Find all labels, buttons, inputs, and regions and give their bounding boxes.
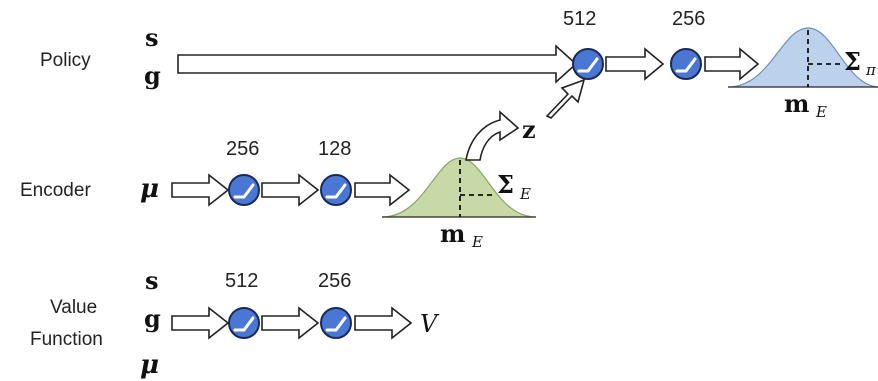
- value-arrow-1-icon: [261, 306, 320, 340]
- value-input-s: s: [145, 266, 159, 295]
- policy-label: Policy: [40, 50, 91, 71]
- encoder-layer1-size: 256: [226, 138, 259, 160]
- policy-layer1-size: 512: [563, 8, 596, 30]
- policy-input-g: g: [144, 61, 161, 90]
- policy-network: Policy s g 512 256 Σ π m E: [40, 8, 878, 121]
- encoder-arrow-1-icon: [261, 173, 320, 207]
- value-label-line1: Value: [50, 297, 97, 318]
- policy-arrow-1-icon: [605, 47, 665, 81]
- encoder-gaussian-curve-icon: [381, 157, 537, 218]
- policy-output-arrow-icon: [704, 47, 760, 81]
- encoder-network: Encoder μ 256 128 Σ E m E z: [20, 78, 586, 251]
- encoder-cov-subscript: E: [519, 185, 531, 203]
- value-output-v: V: [420, 310, 440, 338]
- value-output-arrow-icon: [354, 306, 413, 340]
- policy-layer2-size: 256: [672, 8, 705, 30]
- encoder-layer1-relu-neuron-icon: [228, 174, 260, 206]
- policy-cov-subscript: π: [865, 61, 877, 79]
- policy-input-s: s: [145, 23, 159, 52]
- encoder-layer2-relu-neuron-icon: [320, 174, 352, 206]
- policy-layer2-relu-neuron-icon: [670, 48, 702, 80]
- value-input-mu: μ: [140, 350, 159, 380]
- encoder-output-arrow-icon: [354, 173, 411, 207]
- encoder-layer2-size: 128: [318, 138, 351, 160]
- policy-mean-subscript: E: [815, 103, 827, 121]
- value-layer2-size: 256: [318, 270, 351, 292]
- policy-layer1-relu-neuron-icon: [572, 48, 604, 80]
- value-layer1-relu-neuron-icon: [228, 307, 260, 339]
- value-layer1-size: 512: [225, 270, 258, 292]
- encoder-label: Encoder: [20, 180, 91, 201]
- policy-mean-symbol: m: [784, 89, 809, 118]
- latent-z: z: [522, 115, 536, 144]
- policy-input-arrow-icon: [177, 44, 578, 84]
- value-input-g: g: [144, 304, 161, 333]
- encoder-sample-arrow-icon: [465, 110, 520, 161]
- encoder-input-arrow-icon: [171, 173, 230, 207]
- encoder-mean-subscript: E: [471, 233, 483, 251]
- policy-gaussian-curve-icon: [727, 27, 878, 88]
- value-layer2-relu-neuron-icon: [320, 307, 352, 339]
- encoder-cov-symbol: Σ: [497, 170, 514, 199]
- latent-to-policy-arrow-icon: [545, 78, 586, 119]
- encoder-input-mu: μ: [140, 174, 159, 204]
- value-function-network: Value Function s g μ 512 256 V: [30, 266, 440, 380]
- encoder-mean-symbol: m: [440, 219, 465, 248]
- value-input-arrow-icon: [171, 306, 230, 340]
- value-label-line2: Function: [30, 329, 103, 350]
- policy-cov-symbol: Σ: [844, 47, 861, 76]
